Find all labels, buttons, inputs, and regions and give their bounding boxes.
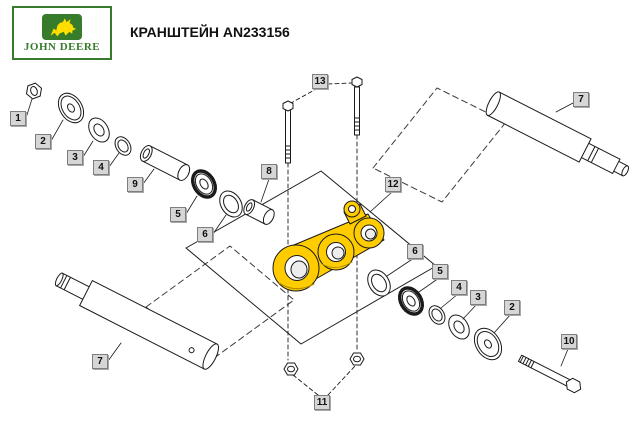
spacer-tube-part-9 (139, 145, 191, 181)
leader-lines (25, 98, 574, 367)
nut-part-11-left (283, 362, 299, 376)
callout-6-right[interactable]: 6 (407, 244, 423, 259)
nut-part-11-right (349, 352, 365, 366)
callout-2-right[interactable]: 2 (504, 300, 520, 315)
callout-8[interactable]: 8 (261, 164, 277, 179)
bearing-cone-part-5 (190, 169, 218, 199)
bearing-cup-part-6 (219, 190, 243, 218)
callout-3-left[interactable]: 3 (67, 150, 83, 165)
bearing-cone-part-5-right (397, 286, 425, 316)
callout-1[interactable]: 1 (10, 111, 26, 126)
callout-4-left[interactable]: 4 (93, 160, 109, 175)
shaft-part-7-bottom (54, 272, 219, 370)
callout-5-left[interactable]: 5 (170, 207, 186, 222)
john-deere-logo: JOHN DEERE (12, 6, 112, 60)
callout-10[interactable]: 10 (561, 334, 577, 349)
page-title: КРАНШТЕЙН AN233156 (130, 24, 290, 40)
callout-9[interactable]: 9 (127, 177, 143, 192)
washer-part-3 (88, 117, 110, 143)
disc-part-2 (57, 92, 85, 124)
bushing-part-8 (243, 199, 275, 225)
ring-part-4 (114, 136, 132, 156)
callout-12[interactable]: 12 (385, 177, 401, 192)
bearing-cup-part-6-right (367, 269, 391, 297)
callout-4-right[interactable]: 4 (451, 280, 467, 295)
bolt-part-13-left (282, 100, 294, 164)
callout-11[interactable]: 11 (314, 395, 330, 410)
callout-6-left[interactable]: 6 (197, 227, 213, 242)
callout-3-right[interactable]: 3 (470, 290, 486, 305)
callout-7-bottom[interactable]: 7 (92, 354, 108, 369)
nut-part-1 (25, 82, 43, 100)
plate-plane (185, 170, 437, 345)
washer-part-3-right (448, 314, 470, 340)
callout-7-top[interactable]: 7 (573, 92, 589, 107)
callout-13[interactable]: 13 (312, 74, 328, 89)
shaft-part-7-top (485, 91, 630, 177)
bolt-part-13-right (351, 76, 363, 136)
hex-bolt-part-10 (517, 354, 582, 394)
deer-icon (42, 13, 82, 40)
ring-part-4-right (428, 305, 446, 325)
brand-name: JOHN DEERE (23, 40, 101, 53)
callout-2-left[interactable]: 2 (35, 134, 51, 149)
callout-5-right[interactable]: 5 (432, 264, 448, 279)
disc-part-2-right (473, 327, 503, 361)
bracket-part-12 (272, 200, 385, 292)
